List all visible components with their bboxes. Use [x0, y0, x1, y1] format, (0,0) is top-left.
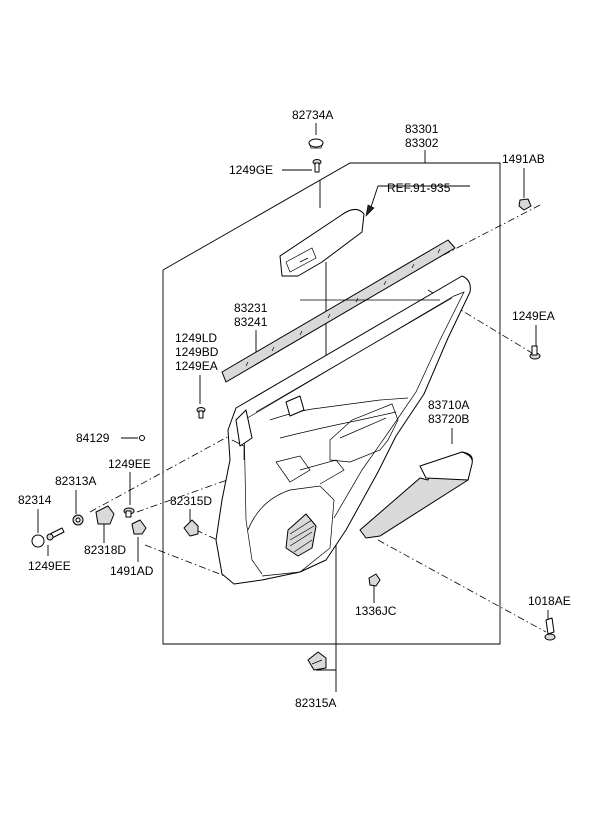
label-82315A: 82315A: [295, 696, 336, 710]
cap-82314: [31, 534, 45, 548]
label-1249BD: 1249BD: [175, 345, 219, 359]
label-83720B: 83720B: [428, 412, 469, 426]
label-82315D: 82315D: [170, 494, 212, 508]
label-83710A: 83710A: [428, 398, 469, 412]
door-trim-panel: [215, 275, 471, 585]
label-84129: 84129: [76, 431, 110, 445]
assembly-frame: [162, 150, 501, 645]
label-83241: 83241: [234, 315, 268, 329]
screw-1249GE: [312, 159, 322, 173]
handle-82318D: [95, 505, 115, 525]
label-83231: 83231: [234, 301, 268, 315]
clip-1491AD: [131, 519, 147, 535]
grommet-82313A: [72, 514, 84, 526]
label-83302: 83302: [405, 136, 439, 150]
pin-84129: [139, 435, 145, 441]
label-1249EA-left: 1249EA: [175, 359, 218, 373]
label-82313A: 82313A: [55, 474, 96, 488]
fastener-1491AB: [518, 198, 532, 211]
clip-82734A: [308, 138, 324, 149]
clip-1336JC: [368, 573, 381, 587]
label-1249GE: 1249GE: [229, 163, 273, 177]
clip-82315D: [183, 519, 199, 537]
switch-panel: [279, 209, 365, 277]
label-82734A: 82734A: [292, 108, 333, 122]
label-1491AB: 1491AB: [502, 152, 545, 166]
label-1249EA-right: 1249EA: [512, 309, 555, 323]
label-82318D: 82318D: [84, 543, 126, 557]
screw-1249EA-left: [196, 407, 206, 419]
screw-1249EE-top: [123, 507, 135, 518]
label-1491AD: 1491AD: [110, 564, 154, 578]
label-1336JC: 1336JC: [355, 604, 397, 618]
screw-1249EA-right: [529, 345, 541, 360]
screw-1018AE: [544, 617, 556, 641]
screw-1249EE-bottom: [46, 527, 65, 541]
label-1249EE-bottom: 1249EE: [28, 559, 71, 573]
label-83301: 83301: [405, 122, 439, 136]
label-ref: REF.91-935: [387, 181, 451, 195]
label-82314: 82314: [18, 493, 52, 507]
label-1249LD: 1249LD: [175, 331, 217, 345]
clip-82315A: [307, 651, 327, 671]
label-1249EE-top: 1249EE: [108, 457, 151, 471]
label-1018AE: 1018AE: [528, 594, 571, 608]
trim-strip-83710A: [359, 451, 473, 539]
